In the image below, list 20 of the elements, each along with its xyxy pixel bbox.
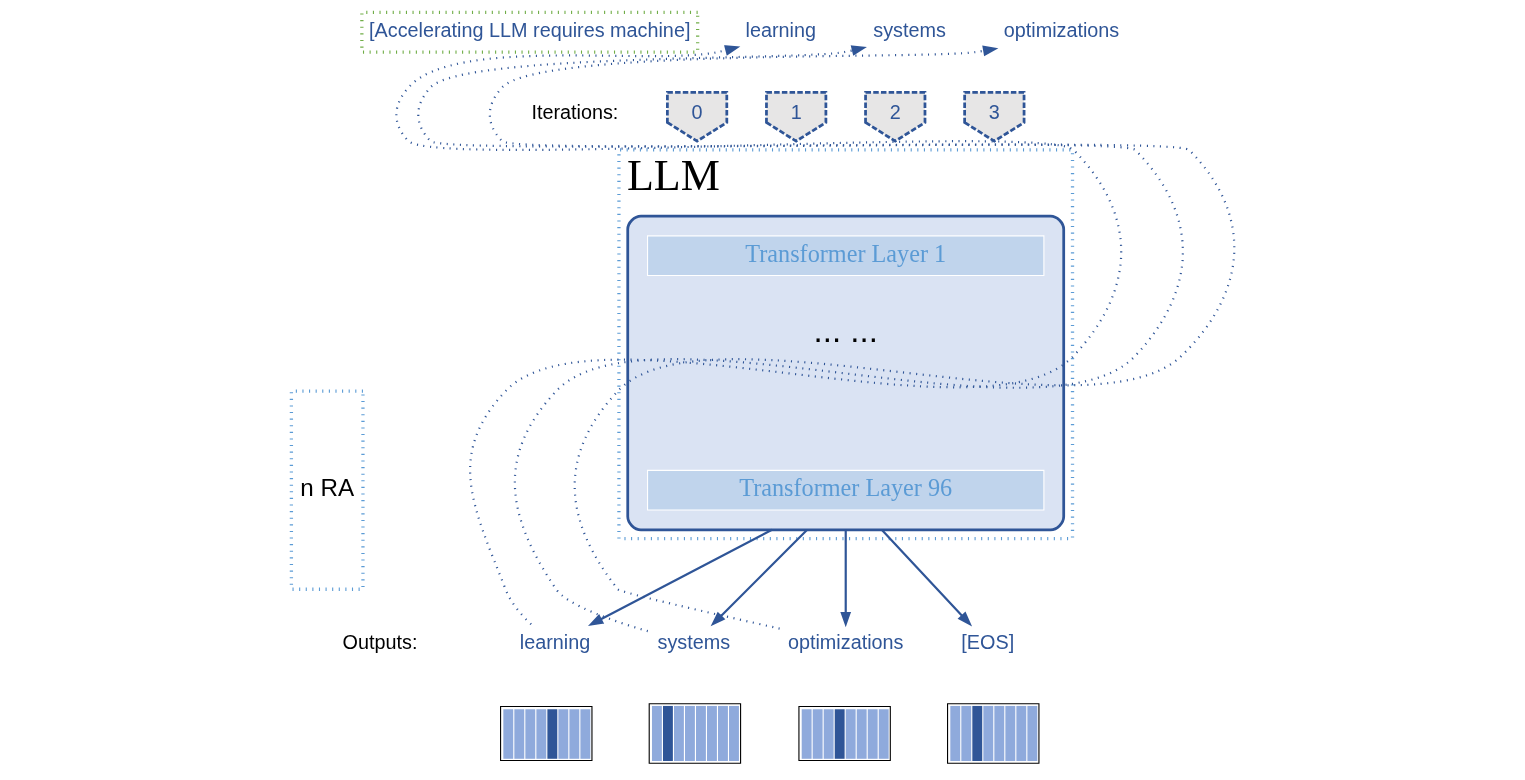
label: ... ... <box>813 311 878 349</box>
arrow <box>587 528 773 626</box>
arrow <box>839 529 851 628</box>
node-box: Transformer Layer 96 <box>646 469 1044 511</box>
node-box: [Accelerating LLM requires machine] <box>359 10 699 54</box>
arrow <box>488 45 1235 630</box>
node-box: Transformer Layer 1 <box>646 235 1044 277</box>
node-box: n RA <box>289 389 365 591</box>
node-text: systems <box>872 19 946 42</box>
label: Outputs: <box>342 631 417 654</box>
node-text: learning <box>745 19 816 42</box>
arrow <box>880 529 972 627</box>
node-text: optimizations <box>787 631 903 654</box>
cluster <box>625 214 1065 532</box>
node-text: optimizations <box>1003 19 1119 42</box>
node-text: systems <box>656 631 730 654</box>
node-text: learning <box>519 631 590 654</box>
node-text: [EOS] <box>960 631 1014 654</box>
label: Iterations: <box>530 101 618 124</box>
arrow <box>710 529 808 627</box>
